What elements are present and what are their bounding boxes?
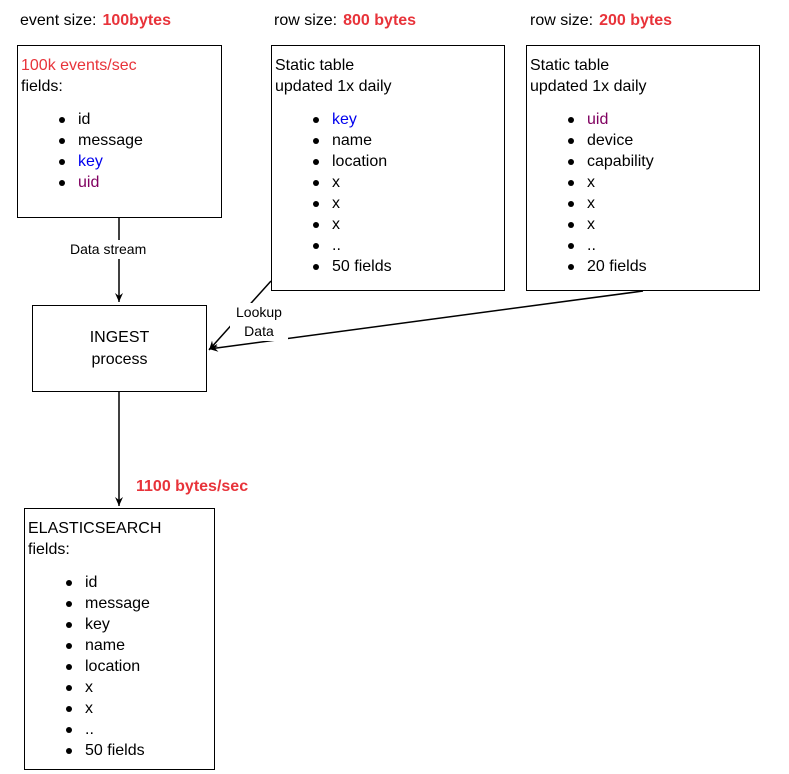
elasticsearch-box: ELASTICSEARCH fields: id message key nam… <box>24 508 215 770</box>
list-item: 20 fields <box>527 256 759 277</box>
lookup-data-label: Lookup Data <box>230 303 288 341</box>
table2-field-list: uid device capability x x x .. 20 fields <box>527 109 759 277</box>
list-item: message <box>18 130 221 151</box>
list-item: 50 fields <box>25 740 214 761</box>
elasticsearch-field-list: id message key name location x x .. 50 f… <box>25 572 214 761</box>
list-item: x <box>272 193 504 214</box>
list-item: x <box>25 698 214 719</box>
list-item: device <box>527 130 759 151</box>
row-size-label-1: row size: <box>274 12 338 29</box>
list-item: .. <box>272 235 504 256</box>
row-size-label-2: row size: <box>530 12 594 29</box>
row-size-header-2: row size: 200 bytes <box>530 12 672 30</box>
output-rate-label: 1100 bytes/sec <box>136 478 249 495</box>
table2-title-line1: Static table <box>530 57 610 74</box>
list-item: .. <box>527 235 759 256</box>
list-item: uid <box>18 172 221 193</box>
event-size-value: 100bytes <box>102 12 171 29</box>
list-item: x <box>527 193 759 214</box>
list-item: id <box>18 109 221 130</box>
list-item: message <box>25 593 214 614</box>
elasticsearch-title: ELASTICSEARCH <box>28 520 162 537</box>
events-rate: 100k events/sec <box>21 57 137 74</box>
ingest-subtitle: process <box>91 351 148 368</box>
table1-field-list: key name location x x x .. 50 fields <box>272 109 504 277</box>
list-item: x <box>527 214 759 235</box>
list-item: name <box>25 635 214 656</box>
list-item: x <box>527 172 759 193</box>
lookup-label-line2: Data <box>244 323 274 339</box>
events-fields-title: fields: <box>21 78 63 95</box>
static-table-box-2: Static table updated 1x daily uid device… <box>526 45 760 291</box>
table1-title-line1: Static table <box>275 57 355 74</box>
ingest-title: INGEST <box>89 329 150 346</box>
table2-title-line2: updated 1x daily <box>530 78 647 95</box>
elasticsearch-fields-title: fields: <box>28 541 70 558</box>
row-size-header-1: row size: 800 bytes <box>274 12 416 30</box>
list-item: id <box>25 572 214 593</box>
list-item: key <box>272 109 504 130</box>
list-item: uid <box>527 109 759 130</box>
list-item: key <box>25 614 214 635</box>
row-size-value-2: 200 bytes <box>599 12 673 29</box>
list-item: x <box>272 172 504 193</box>
list-item: x <box>272 214 504 235</box>
list-item: .. <box>25 719 214 740</box>
list-item: location <box>272 151 504 172</box>
event-size-label: event size: <box>20 12 97 29</box>
events-field-list: id message key uid <box>18 109 221 193</box>
list-item: 50 fields <box>272 256 504 277</box>
list-item: capability <box>527 151 759 172</box>
table1-title-line2: updated 1x daily <box>275 78 392 95</box>
list-item: key <box>18 151 221 172</box>
static-table-box-1: Static table updated 1x daily key name l… <box>271 45 505 291</box>
row-size-value-1: 800 bytes <box>343 12 417 29</box>
lookup-label-line1: Lookup <box>236 304 282 320</box>
list-item: name <box>272 130 504 151</box>
list-item: x <box>25 677 214 698</box>
ingest-process-box: INGEST process <box>32 305 207 392</box>
list-item: location <box>25 656 214 677</box>
events-box: 100k events/sec fields: id message key u… <box>17 45 222 218</box>
event-size-header: event size: 100bytes <box>20 12 171 30</box>
data-stream-label: Data stream <box>67 240 150 259</box>
